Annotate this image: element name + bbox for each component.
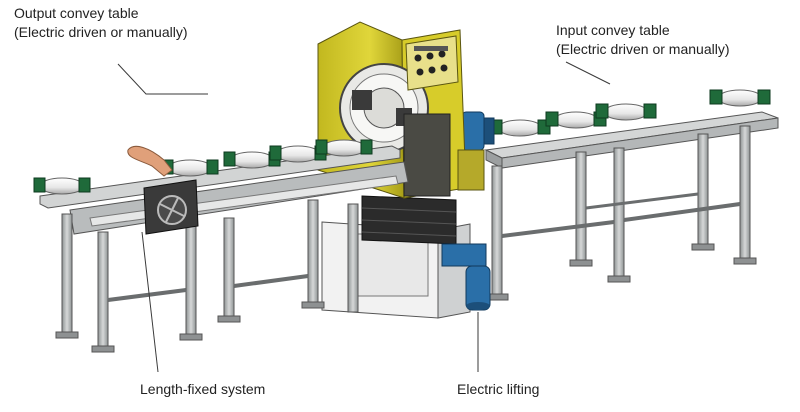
length-fixed-handwheel (143, 179, 199, 235)
output-convey-table-label: Output convey table (Electric driven or … (14, 4, 188, 42)
leader-lines (117, 61, 611, 373)
input-convey-table-label: Input convey table (Electric driven or m… (556, 21, 730, 59)
length-fixed-system-label: Length-fixed system (140, 381, 266, 397)
input-table-rollers (489, 89, 771, 137)
input-leader-line (565, 61, 611, 85)
length-fixed-leader-line (141, 231, 159, 373)
output-label-line2: (Electric driven or manually) (14, 24, 188, 40)
output-leader-line (117, 63, 208, 95)
input-convey-table (453, 89, 779, 301)
output-label-line1: Output convey table (14, 5, 139, 21)
input-label-line2: (Electric driven or manually) (556, 41, 730, 57)
input-table-legs (485, 125, 757, 301)
electric-lifting-label: Electric lifting (457, 381, 540, 397)
clamping-ring (339, 63, 429, 153)
cutting-machine (317, 21, 491, 319)
input-table-motor (453, 111, 495, 151)
output-table-legs (55, 213, 325, 353)
control-panel (405, 35, 459, 91)
electric-lifting-motor (441, 243, 491, 311)
input-label-line1: Input convey table (556, 22, 670, 38)
orange-handle (127, 145, 173, 177)
output-convey-table (33, 139, 409, 353)
output-table-beam (39, 145, 401, 209)
